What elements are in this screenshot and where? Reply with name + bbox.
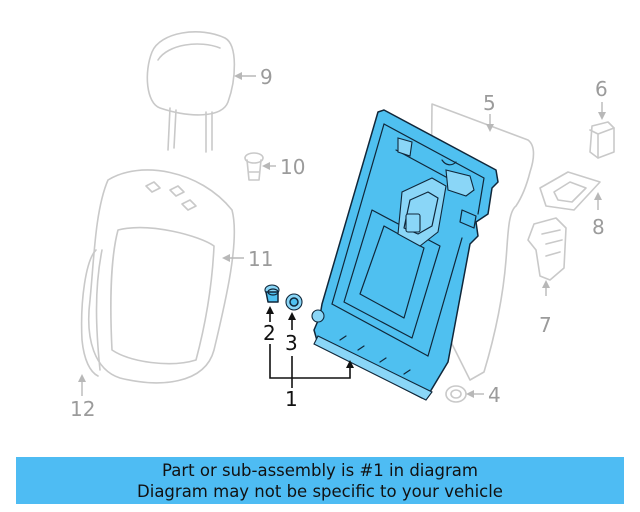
callout-9: 9 bbox=[260, 65, 273, 89]
plug bbox=[445, 385, 467, 403]
callout-2: 2 bbox=[263, 321, 276, 345]
bezel bbox=[539, 171, 601, 211]
callout-11: 11 bbox=[248, 247, 273, 271]
callout-6: 6 bbox=[595, 77, 608, 101]
callout-3: 3 bbox=[285, 331, 298, 355]
callout-4: 4 bbox=[488, 383, 501, 407]
parts-diagram: 9 10 11 12 5 bbox=[70, 31, 615, 421]
callout-8: 8 bbox=[592, 215, 605, 239]
clip bbox=[589, 121, 615, 159]
callout-1: 1 bbox=[285, 387, 298, 411]
info-banner: Part or sub-assembly is #1 in diagram Di… bbox=[16, 457, 624, 504]
callout-5: 5 bbox=[483, 91, 496, 115]
callout-12: 12 bbox=[70, 397, 95, 421]
nut bbox=[285, 293, 303, 311]
callout-10: 10 bbox=[280, 155, 305, 179]
banner-line-1: Part or sub-assembly is #1 in diagram bbox=[162, 460, 478, 480]
seat-back-cushion bbox=[80, 169, 236, 384]
latch-bracket bbox=[527, 217, 567, 281]
callout-7: 7 bbox=[539, 313, 552, 337]
headrest bbox=[146, 31, 236, 153]
banner-line-2: Diagram may not be specific to your vehi… bbox=[137, 481, 503, 501]
headrest-guide bbox=[244, 152, 264, 181]
bolt bbox=[264, 284, 280, 303]
seat-back-frame bbox=[311, 109, 499, 401]
